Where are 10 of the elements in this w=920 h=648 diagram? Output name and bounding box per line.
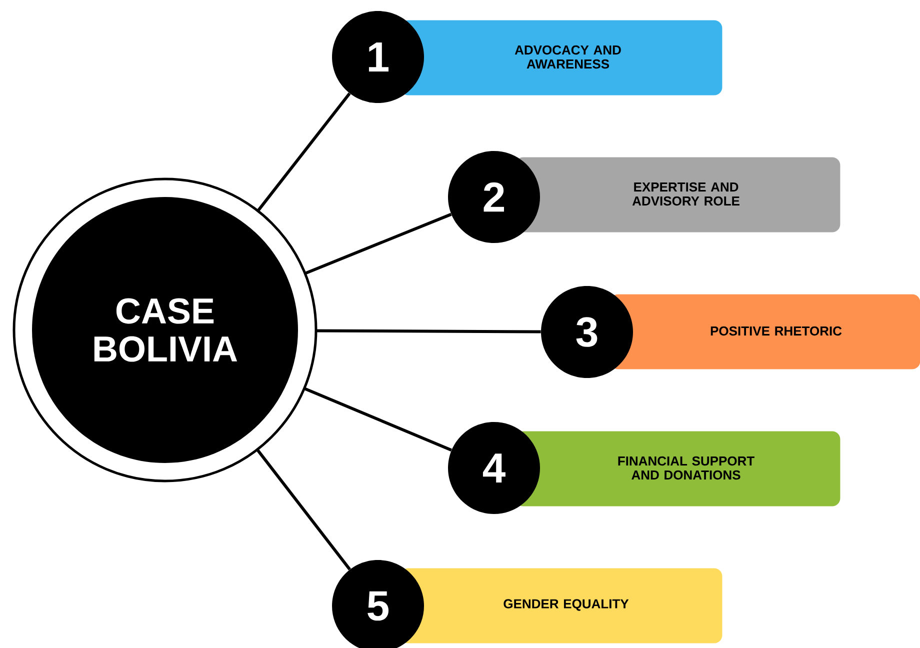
connector-line [302, 386, 452, 452]
connector-line [256, 448, 351, 570]
label-bar: EXPERTISE AND ADVISORY ROLE [515, 157, 840, 232]
label-bar: ADVOCACY AND AWARENESS [400, 20, 722, 96]
connector-line [304, 212, 452, 276]
label-bar: POSITIVE RHETORIC [610, 294, 920, 370]
label-bar: FINANCIAL SUPPORT AND DONATIONS [515, 431, 840, 506]
connector-line [256, 92, 351, 212]
connector-line [315, 329, 541, 334]
label-bar: GENDER EQUALITY [400, 568, 722, 644]
